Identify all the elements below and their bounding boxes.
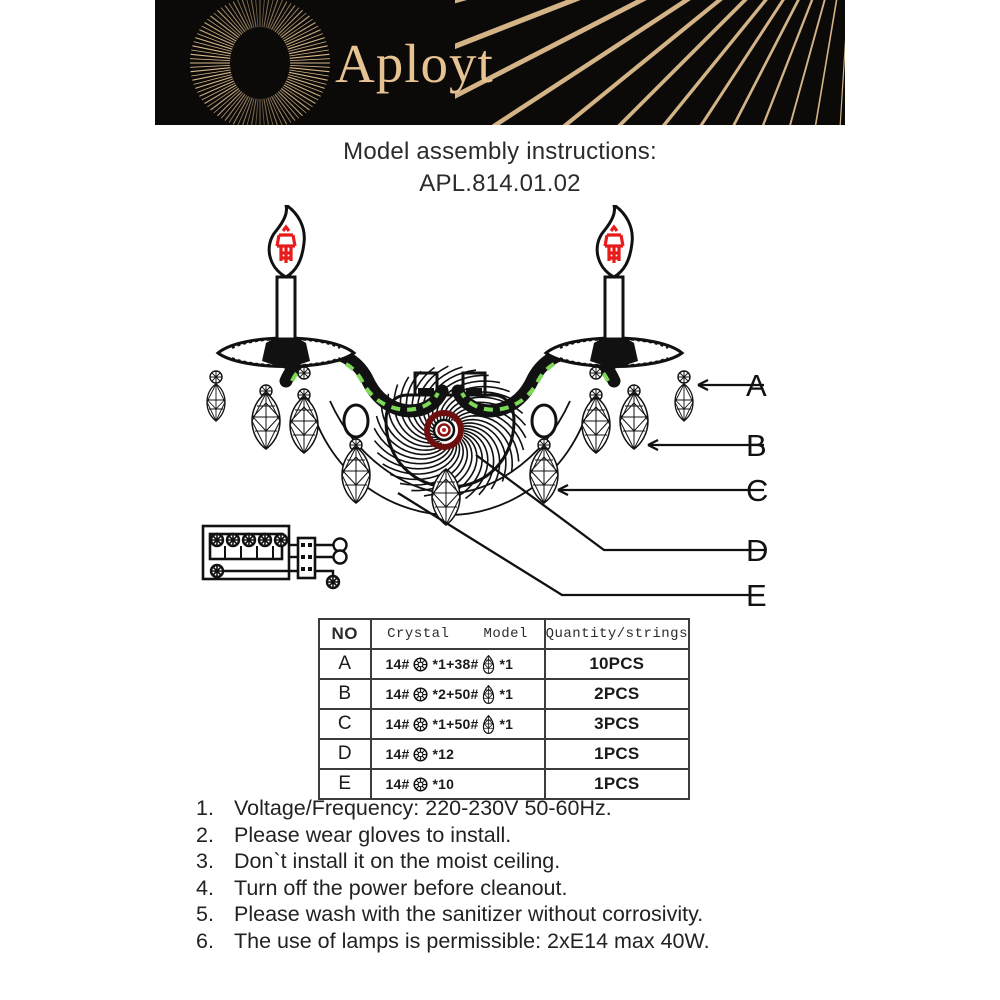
cell-no: D [318,738,372,770]
instruction-number: 2. [196,822,214,847]
teardrop-crystal-icon [483,654,495,674]
column-header-model: Model [483,626,528,642]
cell-quantity: 10PCS [543,648,691,680]
crystal-count-1: *10 [432,776,455,792]
teardrop-crystal-icon [483,714,495,734]
crystal-count-2: *1 [499,656,514,672]
instructions-list: 1. Voltage/Frequency: 220-230V 50-60Hz. 2.… [196,796,956,955]
crystal-count-1: *12 [432,746,455,762]
cell-quantity: 1PCS [543,738,691,770]
cell-quantity: 2PCS [543,678,691,710]
crystal-count-1: *1+38# [432,656,479,672]
left-arm-joint [341,403,371,504]
round-crystal-bead-icon [413,686,429,702]
round-crystal-bead-icon [413,656,429,672]
callout-letter-b: B [746,428,767,463]
cell-no: A [318,648,372,680]
crystal-size-code: 14# [385,686,410,702]
callout-letter-d: D [746,533,769,568]
round-crystal-bead-icon [413,716,429,732]
brand-wordmark-text: Aployt [335,32,494,94]
terminal-block-diagram [201,524,348,590]
page-title: Model assembly instructions: APL.814.01.… [0,138,1000,198]
instruction-number: 1. [196,796,214,820]
crystal-count-1: *2+50# [432,686,479,702]
instruction-text: Turn off the power before cleanout. [234,875,568,900]
sunburst-logo-icon [190,0,330,125]
instruction-text: Voltage/Frequency: 220-230V 50-60Hz. [234,796,612,820]
instruction-item: 1. Voltage/Frequency: 220-230V 50-60Hz. [196,796,956,822]
column-header-quantity: Quantity/strings [543,618,691,650]
callout-letter-a: A [746,368,767,403]
crystal-count-2: *1 [499,686,514,702]
instruction-item: 6. The use of lamps is permissible: 2xE14… [196,929,956,955]
instruction-text: Please wash with the sanitizer without c… [234,902,704,926]
cell-crystal-model: 14# *10 [369,768,546,800]
column-header-crystal: Crystal [387,626,450,642]
brand-header: Aployt [155,0,845,125]
cell-crystal-model: 14# *1+38# *1 [369,648,546,680]
instruction-text: Don`t install it on the moist ceiling. [234,849,561,873]
crystal-size-code: 14# [385,656,410,672]
instruction-number: 4. [196,875,214,900]
corner-rays-decoration-icon [455,0,845,125]
brand-wordmark: Aployt [335,24,615,102]
instruction-number: 6. [196,928,214,953]
cell-crystal-model: 14# *2+50# *1 [369,678,546,710]
column-header-crystal-model: Crystal Model [369,618,546,650]
instruction-item: 2. Please wear gloves to install. [196,823,956,849]
page-title-model-code: APL.814.01.02 [419,170,581,197]
cell-quantity: 1PCS [543,768,691,800]
wall-sconce-assembly-diagram [206,205,764,597]
cell-no: B [318,678,372,710]
bulb-filament-right [603,224,625,263]
page-title-line1: Model assembly instructions: [343,138,657,165]
instruction-item: 4. Turn off the power before cleanout. [196,876,956,902]
cell-no: C [318,708,372,740]
instruction-item: 3. Don`t install it on the moist ceiling. [196,849,956,875]
round-crystal-bead-icon [413,776,429,792]
round-crystal-bead-icon [413,746,429,762]
table-header-row: NO Crystal Model Quantity/strings [318,618,691,650]
instruction-number: 5. [196,902,214,926]
right-arm-joint [529,403,559,504]
crystal-size-code: 14# [385,716,410,732]
crystal-size-code: 14# [385,776,410,792]
cell-crystal-model: 14# *12 [369,738,546,770]
cell-quantity: 3PCS [543,708,691,740]
callout-letter-e: E [746,578,767,613]
instruction-text: The use of lamps is permissible: 2xE14 m… [234,928,710,953]
instruction-text: Please wear gloves to install. [234,822,512,847]
callout-letter-c: C [746,473,769,508]
cell-crystal-model: 14# *1+50# *1 [369,708,546,740]
candle-holder-right [543,205,685,369]
column-header-no: NO [318,618,372,650]
callout-leader-lines [397,378,764,597]
crystal-count-2: *1 [499,716,514,732]
instruction-item: 5. Please wash with the sanitizer without… [196,902,956,928]
crystal-size-code: 14# [385,746,410,762]
instruction-number: 3. [196,849,214,873]
cell-no: E [318,768,372,800]
bulb-filament-left [275,224,297,263]
candle-holder-left [215,205,357,369]
teardrop-crystal-icon [483,684,495,704]
crystal-pendants [206,366,694,526]
crystal-count-1: *1+50# [432,716,479,732]
